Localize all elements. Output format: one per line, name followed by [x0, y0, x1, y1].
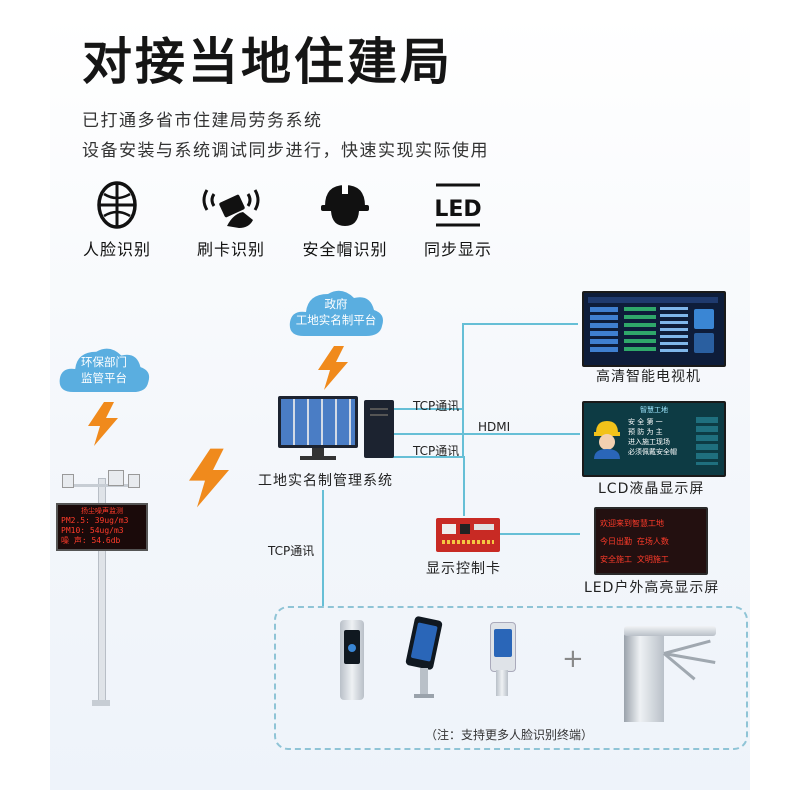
feature-face-label: 人脸识别 [82, 240, 151, 259]
led-outdoor-screen: 欢迎来到智慧工地 今日出勤 在场人数 安全施工 文明施工 [594, 507, 708, 575]
sensor-left [62, 474, 74, 488]
monitor [278, 396, 358, 448]
dust-row-2: PM10: 54ug/m3 [61, 526, 124, 535]
card-swipe-icon [202, 189, 260, 228]
feature-face: 人脸识别 [62, 180, 172, 260]
led-row-2: 今日出勤 在场人数 [600, 537, 669, 546]
label-tcp-3: TCP通讯 [268, 544, 315, 558]
lightning-icon [189, 448, 229, 508]
led-row-3: 安全施工 文明施工 [600, 555, 669, 564]
connector-system-tcp [392, 408, 464, 410]
label-tcp-1: TCP通讯 [413, 399, 460, 413]
env-cloud-line-1: 环保部门 [81, 355, 127, 369]
connector-vertical-top [462, 323, 464, 458]
lcd-header: 智慧工地 [640, 406, 668, 414]
connector-card-led [500, 533, 580, 535]
lcd-line-3: 进入施工现场 [628, 438, 670, 446]
feature-helmet: 安全帽识别 [290, 180, 400, 260]
page-title: 对接当地住建局 [82, 33, 453, 91]
face-terminal-gate [490, 622, 516, 672]
tv-label: 高清智能电视机 [596, 369, 701, 385]
gov-cloud: 政府 工地实名制平台 [286, 282, 386, 342]
helmet-icon [321, 182, 369, 226]
worker-icon [594, 421, 620, 459]
dust-row-3: 噪 声: 54.6db [61, 536, 121, 545]
cloud-icon [59, 348, 150, 393]
lcd-line-2: 预 防 为 主 [628, 428, 663, 436]
gov-cloud-line-2: 工地实名制平台 [295, 313, 377, 327]
label-hdmi: HDMI [478, 420, 511, 434]
subtitle-line-1: 已打通多省市住建局劳务系统 [82, 111, 323, 131]
pc-tower [364, 400, 394, 458]
dust-row-1: PM2.5: 39ug/m3 [61, 516, 129, 525]
svg-text:LED: LED [434, 197, 481, 222]
lcd-line-1: 安 全 第 一 [628, 418, 663, 426]
lcd-label: LCD液晶显示屏 [598, 481, 705, 497]
control-card-label: 显示控制卡 [426, 561, 501, 577]
gate-pole [496, 670, 508, 696]
feature-card-label: 刷卡识别 [196, 240, 265, 259]
env-cloud: 环保部门 监管平台 [56, 340, 152, 398]
feature-led-label: 同步显示 [423, 240, 492, 259]
lightning-icon [88, 402, 118, 446]
led-label: LED户外高亮显示屏 [584, 580, 720, 596]
pole-base [92, 700, 110, 706]
feature-helmet-label: 安全帽识别 [302, 240, 388, 259]
feature-led: LED 同步显示 [403, 180, 513, 260]
stand-base [414, 694, 434, 698]
pole-crossbar [66, 484, 138, 487]
connector-hdmi [392, 433, 580, 435]
dust-title: 扬尘噪声监测 [81, 507, 123, 515]
lightning-icon [318, 346, 348, 390]
connector-system-tcp2 [392, 456, 464, 458]
cloud-icon [289, 290, 383, 336]
sensor-right [128, 474, 140, 488]
management-computer [278, 396, 398, 466]
label-tcp-2: TCP通讯 [413, 444, 460, 458]
subtitle-line-2: 设备安装与系统调试同步进行，快速实现实际使用 [82, 141, 489, 161]
system-label: 工地实名制管理系统 [258, 473, 393, 489]
terminals-note: （注：支持更多人脸识别终端） [424, 728, 593, 742]
plus-sign: + [562, 644, 584, 674]
connector-to-tv [462, 323, 578, 325]
connector-to-terminals [322, 490, 324, 606]
stand-pole [420, 668, 428, 696]
tv-screen [582, 291, 726, 367]
face-terminal-pillar [340, 620, 364, 700]
led-row-1: 欢迎来到智慧工地 [600, 519, 664, 528]
sensor-center [108, 470, 124, 486]
gov-cloud-line-1: 政府 [324, 297, 348, 311]
lcd-screen: 智慧工地 安 全 第 一 预 防 为 主 进入施工现场 必须佩戴安全帽 [582, 401, 726, 477]
terminals-box [274, 606, 748, 750]
face-icon [97, 181, 137, 229]
connector-to-card [463, 456, 465, 516]
led-icon: LED [434, 183, 482, 227]
turnstile [624, 622, 716, 722]
control-card [436, 518, 500, 552]
env-cloud-line-2: 监管平台 [81, 371, 127, 385]
lcd-line-4: 必须佩戴安全帽 [628, 448, 677, 456]
dust-display: 扬尘噪声监测 PM2.5: 39ug/m3 PM10: 54ug/m3 噪 声:… [56, 503, 148, 551]
feature-card: 刷卡识别 [176, 180, 286, 260]
